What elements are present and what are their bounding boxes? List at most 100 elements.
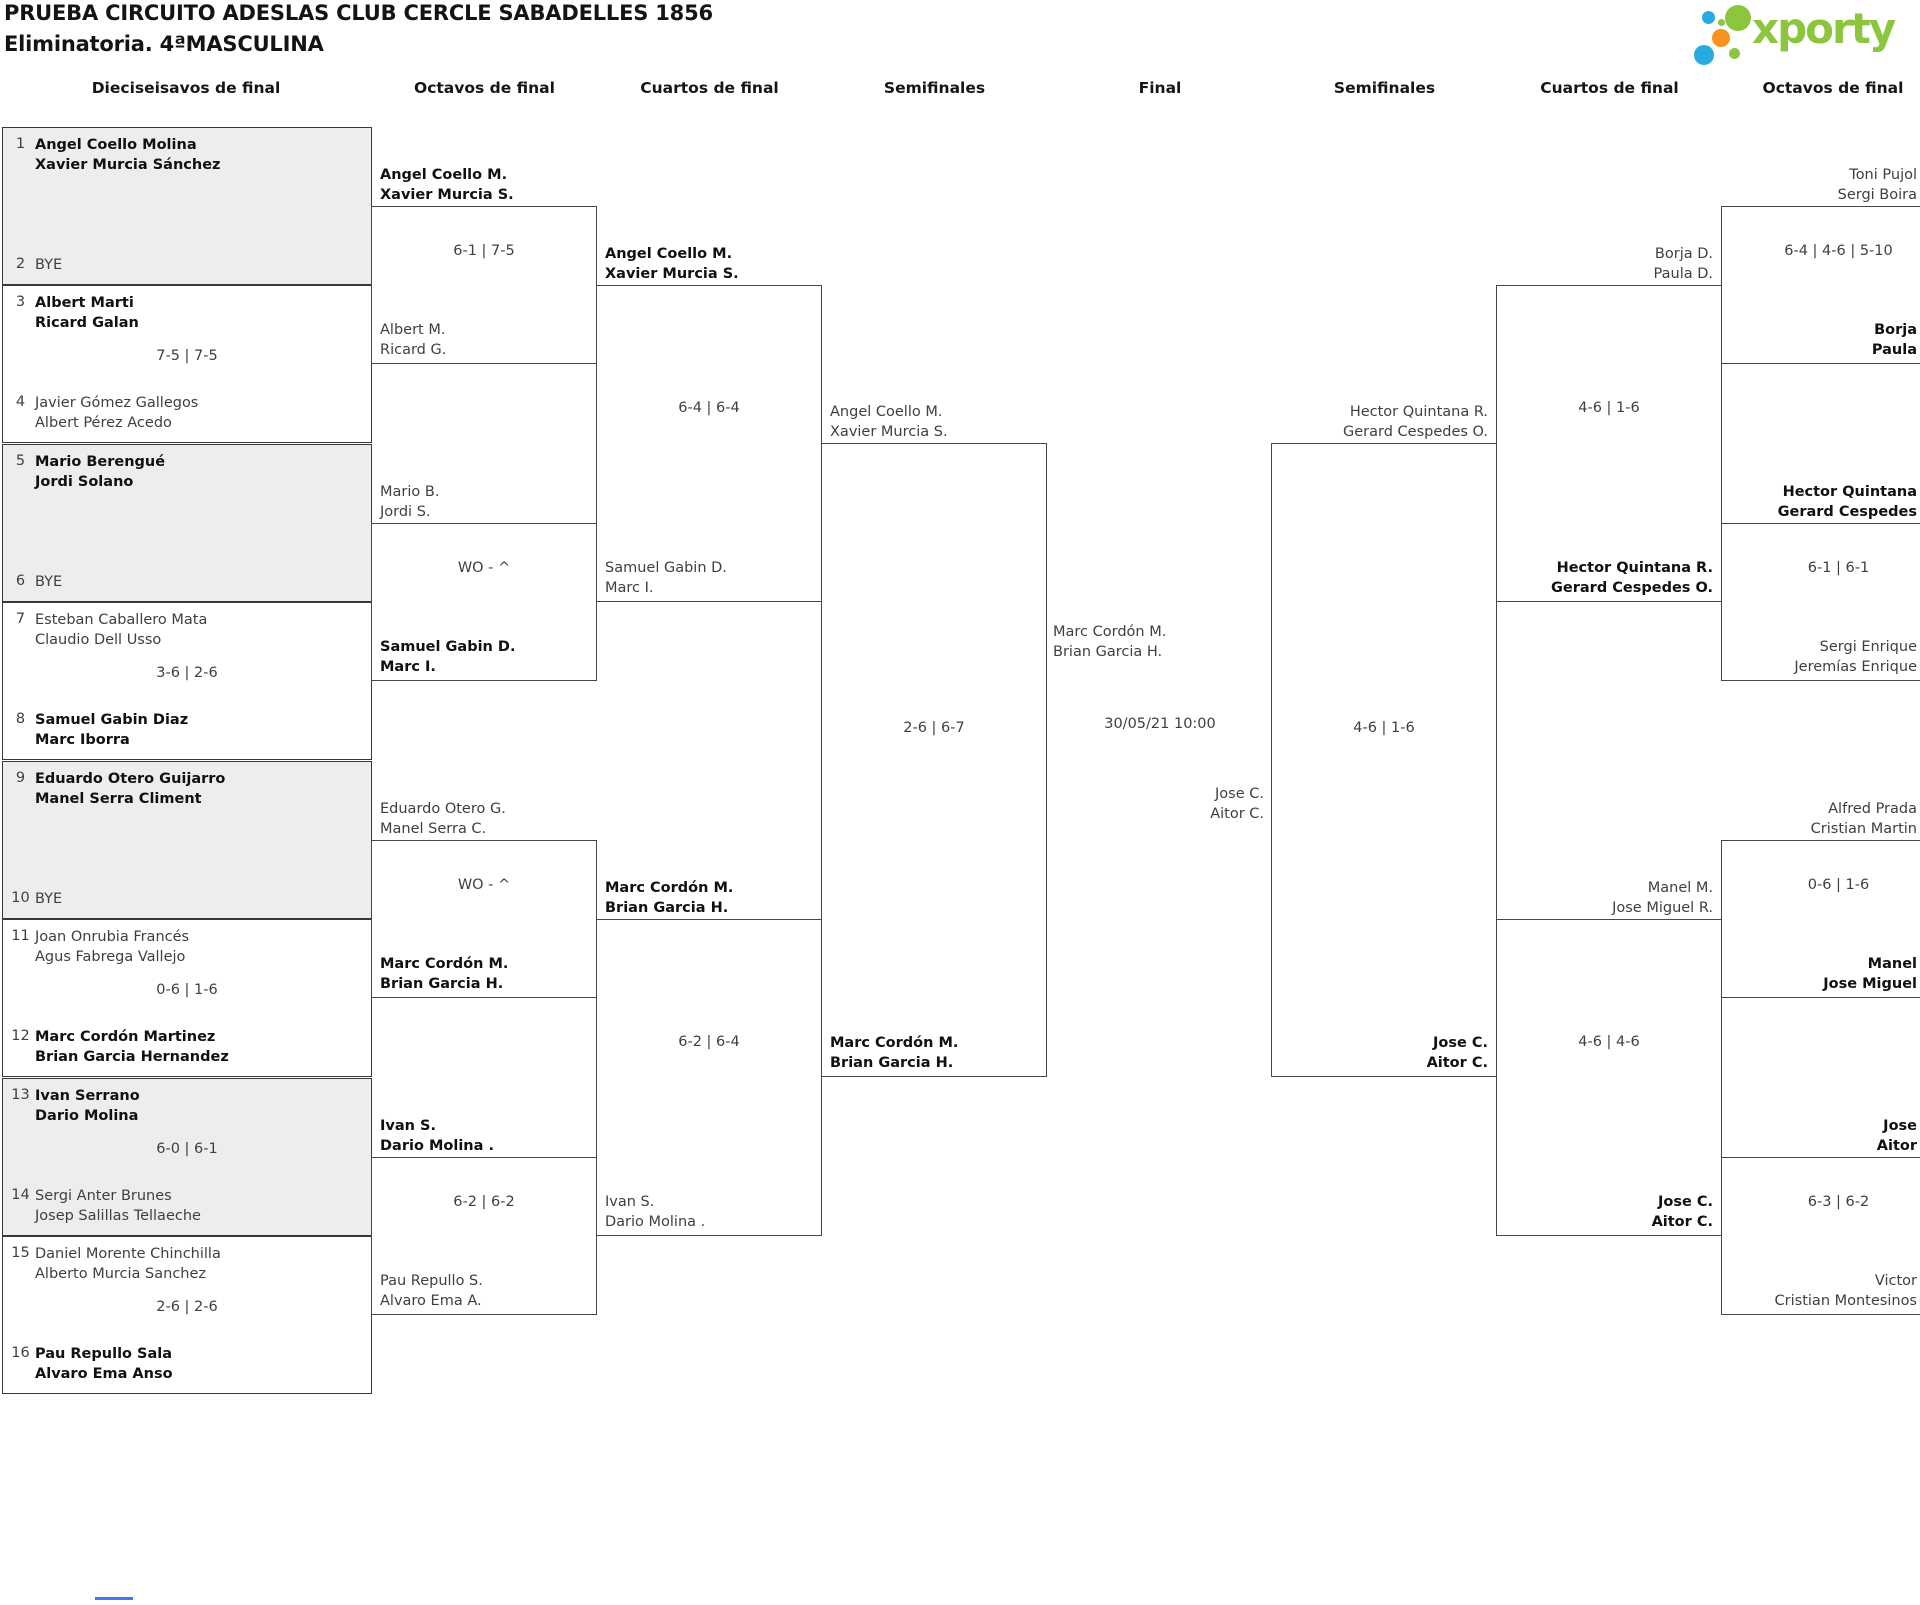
logo-dot-orange-icon (1712, 29, 1730, 47)
match-box: Angel Coello M.Xavier Murcia S. 2-6 | 6-… (821, 404, 1047, 1077)
team-entry: Albert M.Ricard G. (380, 322, 447, 358)
team-entry: Marc Cordón M.Brian Garcia H. (380, 956, 509, 992)
team-entry: Angel Coello M.Xavier Murcia S. (380, 167, 514, 203)
match-box: Ivan S.Dario Molina . 6-2 | 6-2 Pau Repu… (371, 1118, 597, 1315)
match-box: Angel Coello M.Xavier Murcia S. 6-1 | 7-… (371, 167, 597, 364)
match-box: Eduardo Otero G.Manel Serra C. WO - ^ Ma… (371, 801, 597, 998)
team-entry: Borja D.Paula D. (1653, 246, 1713, 282)
team-entry: Jose C.Aitor C. (1651, 1194, 1713, 1230)
seed-number: 5 (15, 453, 26, 469)
match-score: 6-1 | 7-5 (453, 243, 515, 259)
brand-wordmark: xporty (1752, 4, 1896, 53)
match-box: Angel Coello M.Xavier Murcia S. 6-4 | 6-… (596, 246, 822, 602)
round-header-qf-right: Cuartos de final (1540, 79, 1679, 97)
seed-number: 16 (11, 1345, 30, 1361)
match-score: 6-4 | 6-4 (678, 400, 740, 416)
team-entry: BYE (35, 574, 63, 590)
match-box: Hector Quintana R.Gerard Cespedes O. 4-6… (1271, 404, 1497, 1077)
logo-dot-blue-big-icon (1694, 45, 1714, 65)
match-score: 7-5 | 7-5 (156, 348, 218, 364)
seed-number: 2 (15, 256, 26, 272)
team-entry: Samuel Gabin D.Marc I. (380, 639, 516, 675)
match-score: 6-4 | 4-6 | 5-10 (1784, 243, 1893, 259)
match-score: 0-6 | 1-6 (1807, 877, 1870, 893)
team-entry: Angel Coello M.Xavier Murcia S. (605, 246, 739, 282)
final-team-left: Marc Cordón M.Brian Garcia H. (1053, 624, 1167, 660)
round-header-oct-right: Octavos de final (1762, 79, 1904, 97)
round-header-sf-right: Semifinales (1333, 79, 1436, 97)
bottom-blue-line (95, 1597, 133, 1600)
seed-number: 6 (15, 573, 26, 589)
logo-dot-blue-small-icon (1702, 11, 1715, 24)
round-header-qf-left: Cuartos de final (640, 79, 779, 97)
team-entry: BYE (35, 257, 63, 273)
match-score: 6-3 | 6-2 (1807, 1194, 1870, 1210)
seed-number: 8 (15, 711, 26, 727)
brand-logo[interactable]: xporty (1690, 2, 1918, 68)
seed-number: 14 (11, 1187, 30, 1203)
team-entry: Pau Repullo S.Alvaro Ema A. (380, 1273, 483, 1309)
match-score: WO - ^ (457, 877, 511, 893)
match-box: Borja D.Paula D. 4-6 | 1-6 Hector Quinta… (1496, 246, 1722, 602)
logo-dot-green-tiny-icon (1718, 19, 1725, 26)
team-entry: Ivan S.Dario Molina . (380, 1118, 494, 1154)
match-box: Manel M.Jose Miguel R. 4-6 | 4-6 Jose C.… (1496, 880, 1722, 1236)
team-entry: Manel M.Jose Miguel R. (1612, 880, 1713, 916)
team-entry: Hector Quintana R.Gerard Cespedes O. (1343, 404, 1488, 440)
round-header-sf-left: Semifinales (883, 79, 986, 97)
seed-number: 7 (15, 611, 26, 627)
match-score: 3-6 | 2-6 (156, 665, 218, 681)
match-score: 6-2 | 6-2 (453, 1194, 515, 1210)
seed-number: 12 (11, 1028, 30, 1044)
logo-dot-green-small-icon (1729, 48, 1740, 59)
seed-number: 4 (15, 394, 26, 410)
team-entry: Hector Quintana R.Gerard Cespedes O. (1551, 560, 1713, 596)
round-header-oct-left: Octavos de final (414, 79, 555, 97)
team-entry: Jose C.Aitor C. (1426, 1035, 1488, 1071)
round-header-final: Final (1138, 79, 1182, 97)
seed-number: 9 (15, 770, 26, 786)
match-score: 0-6 | 1-6 (156, 982, 218, 998)
seed-number: 15 (11, 1245, 30, 1261)
match-score: 4-6 | 1-6 (1353, 720, 1415, 736)
team-entry: Eduardo Otero G.Manel Serra C. (380, 801, 506, 837)
final-date: 30/05/21 10:00 (1104, 716, 1216, 732)
seed-number: 3 (15, 294, 26, 310)
match-score: 2-6 | 6-7 (903, 720, 965, 736)
logo-dot-green-big-icon (1725, 5, 1751, 31)
match-box: Mario B.Jordi S. WO - ^ Samuel Gabin D.M… (371, 484, 597, 681)
page-title: PRUEBA CIRCUITO ADESLAS CLUB CERCLE SABA… (4, 1, 713, 25)
match-score: 6-1 | 6-1 (1807, 560, 1870, 576)
match-score: 4-6 | 1-6 (1578, 400, 1640, 416)
round-header-r32: Dieciseisavos de final (91, 79, 281, 97)
match-score: 6-2 | 6-4 (678, 1034, 740, 1050)
match-box: Marc Cordón M.Brian Garcia H. 6-2 | 6-4 … (596, 880, 822, 1236)
